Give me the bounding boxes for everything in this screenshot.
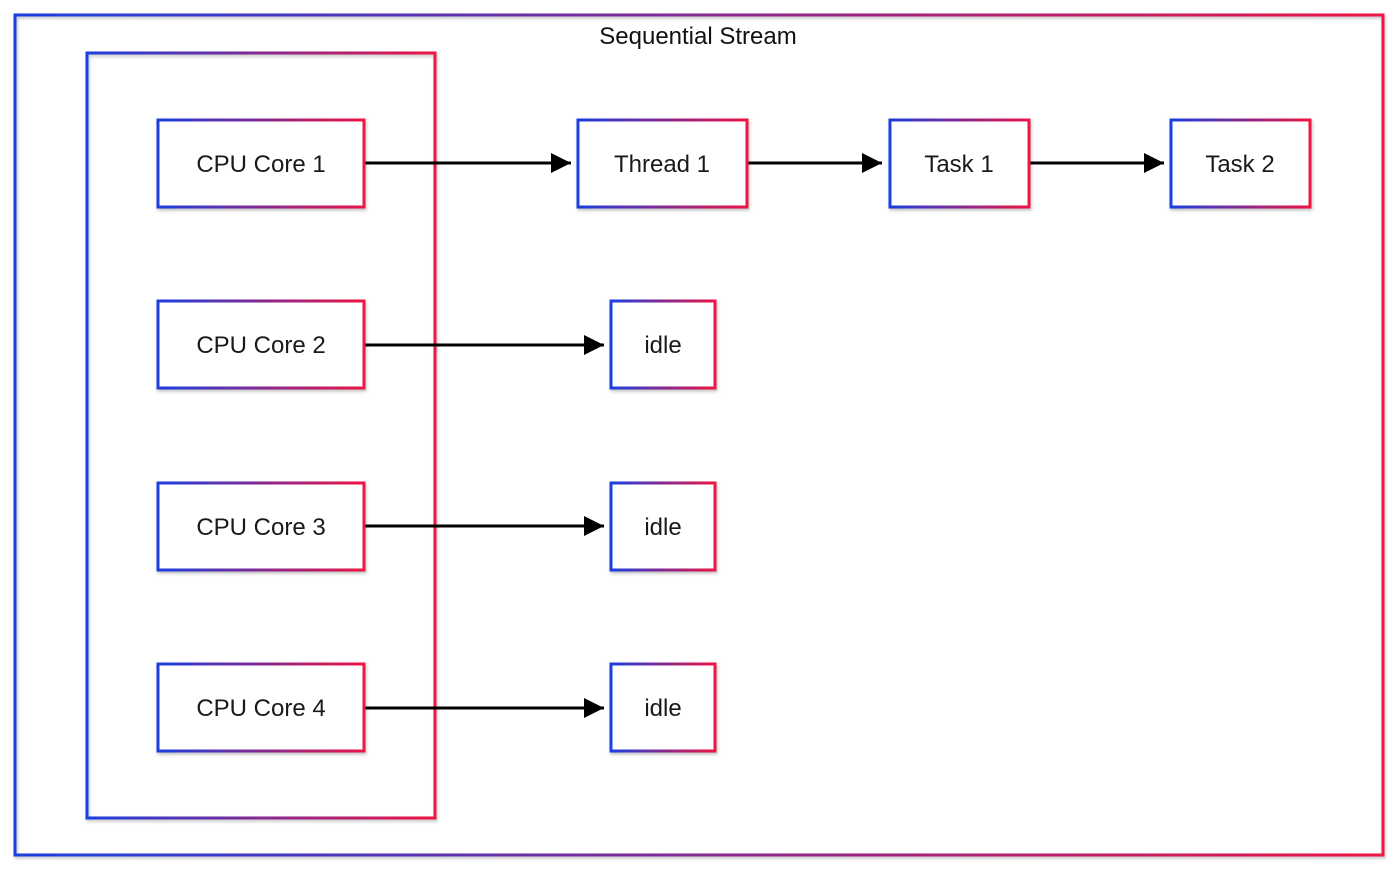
node-task-2-label: Task 2 <box>1205 151 1274 178</box>
diagram-title: Sequential Stream <box>599 23 796 50</box>
cpu-cores-group-border <box>85 51 437 820</box>
node-cpu-core-3-label: CPU Core 3 <box>196 514 325 541</box>
node-cpu-core-2: CPU Core 2 <box>156 299 366 390</box>
node-idle-core-3-label: idle <box>644 514 681 541</box>
node-cpu-core-1: CPU Core 1 <box>156 118 366 209</box>
node-idle-core-2: idle <box>609 299 717 390</box>
cpu-cores-group <box>85 51 437 820</box>
node-idle-core-4-label: idle <box>644 695 681 722</box>
node-cpu-core-4: CPU Core 4 <box>156 662 366 753</box>
node-task-2: Task 2 <box>1169 118 1312 209</box>
node-idle-core-2-label: idle <box>644 332 681 359</box>
node-cpu-core-4-label: CPU Core 4 <box>196 695 325 722</box>
node-cpu-core-3: CPU Core 3 <box>156 481 366 572</box>
node-cpu-core-2-label: CPU Core 2 <box>196 332 325 359</box>
node-task-1: Task 1 <box>888 118 1031 209</box>
node-thread-1-label: Thread 1 <box>614 151 710 178</box>
node-idle-core-3: idle <box>609 481 717 572</box>
node-cpu-core-1-label: CPU Core 1 <box>196 151 325 178</box>
outer-frame-border <box>13 13 1385 857</box>
node-idle-core-4: idle <box>609 662 717 753</box>
node-task-1-label: Task 1 <box>924 151 993 178</box>
edges <box>364 153 1164 718</box>
outer-frame: Sequential Stream <box>13 13 1385 857</box>
node-thread-1: Thread 1 <box>576 118 749 209</box>
